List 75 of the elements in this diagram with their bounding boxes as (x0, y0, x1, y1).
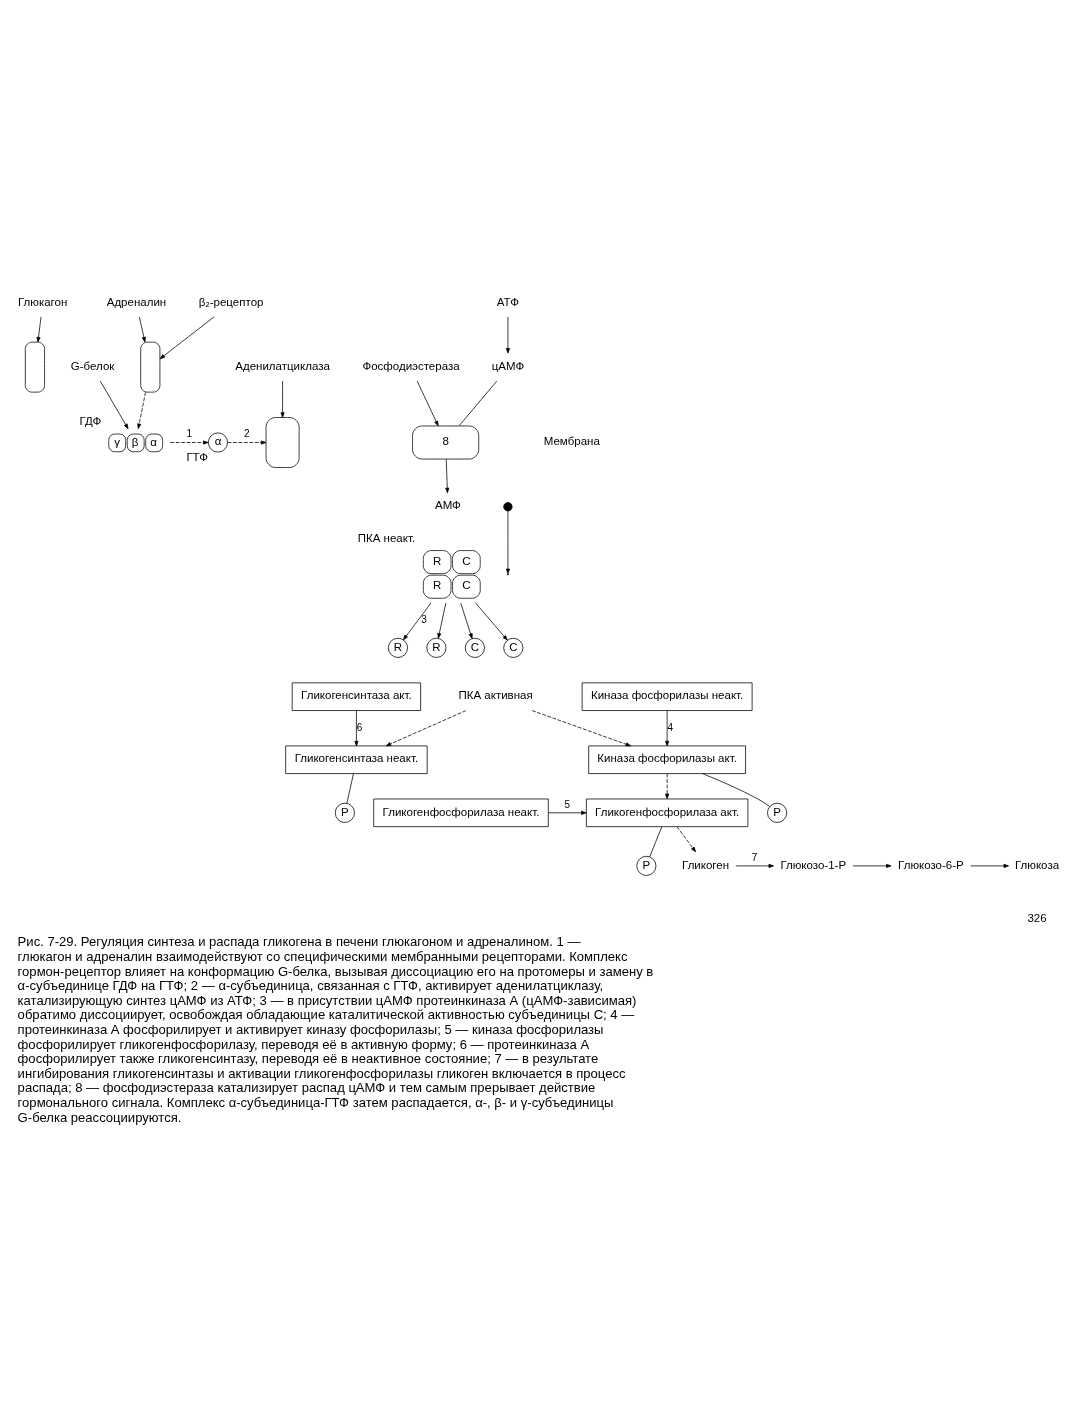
arrow (437, 602, 447, 639)
caption: Рис. 7-29. Регуляция синтеза и распада гликогена в печени глюкагоном и адреналином. 1 — глюкагон и адреналин взаимодействуют со специфическими мембранными рецепторами. Комплекс гормон-рецептор влияет на конформацию G-белка, вызывая диссоциацию его на протомеры и замену в α-субъединице ГДФ на ГТФ; 2 — α-субъединица, связанная с ГТФ, активирует аденилатциклазу, катализирующую синтез цАМФ из АТФ; 3 — в присутствии цАМФ протеинкиназа А (цАМФ-зависимая) обратимо диссоциирует, освобождая обладающие каталитической активностью субъединицы С; 4 — протеинкиназа А фосфорилирует и активирует киназу фосфорилазы; 5 — киназа фосфорилазы фосфорилирует гликогенфосфорилазу, переводя её в активную форму; 6 — протеинкиназа А фосфорилирует также гликогенсинтазу, переводя её в неактивное состояние; 7 — в результате ингибирования гликогенсинтазы и активации гликогенфосфорилазы гликоген включается в процесс распада; 8 — фосфодиэстераза катализирует распад цАМФ и тем самым прерывает действие гормонального сигнала. Комплекс α-субъединица-ГТФ затем распадается, α-, β- и γ-субъединицы G-белка реассоциируются. (17, 934, 654, 1125)
arrow (531, 710, 631, 747)
node-circle: α (208, 432, 228, 453)
edge-label: 6 (356, 721, 363, 733)
arrow (354, 710, 359, 747)
node-text: цАМФ (491, 359, 525, 372)
node-text: Фосфодиэстераза (362, 359, 460, 372)
node-box: Киназа фосфорилазы акт. (588, 745, 746, 774)
arrow (970, 863, 1009, 868)
node-box (265, 417, 300, 468)
arrow (99, 380, 129, 430)
connector (649, 826, 663, 858)
node-text: Глюкозо-6-Р (898, 858, 964, 871)
node-text: Адреналин (106, 295, 167, 308)
node-box (140, 341, 161, 393)
arrow (548, 810, 587, 815)
label: Мембрана (543, 435, 600, 448)
arrow (403, 602, 432, 641)
arrow (460, 602, 473, 639)
arrow (852, 863, 892, 868)
node-box: Гликогенфосфорилаза неакт. (373, 798, 549, 828)
connector (346, 773, 354, 804)
arrow (735, 863, 774, 868)
node-box: Гликогенфосфорилаза акт. (586, 798, 749, 828)
connector (458, 380, 498, 427)
node-circle: R (387, 637, 408, 658)
node-text: Гликоген (682, 858, 730, 871)
node-text: АТФ (496, 295, 520, 308)
edge-label: 2 (244, 428, 250, 440)
arrow (159, 316, 215, 360)
node-circle: P (767, 802, 788, 823)
edge-label: 3 (421, 614, 427, 626)
node-circle: C (464, 637, 485, 658)
node-circle: P (636, 855, 657, 876)
node-box: Гликогенсинтаза неакт. (285, 745, 428, 774)
node-text: G-белок (70, 359, 115, 372)
node-box: Гликогенсинтаза акт. (291, 682, 422, 711)
node-label: ГТФ (186, 451, 209, 464)
edge-label: 4 (667, 721, 673, 733)
node-text: β₂-рецептор (198, 295, 264, 308)
node-box: Киназа фосфорилазы неакт. (581, 682, 753, 711)
node-box (24, 341, 45, 393)
arrow (665, 773, 670, 800)
arrow (137, 391, 146, 429)
node-label: ГДФ (79, 414, 102, 427)
arrow (665, 710, 670, 747)
arrow (280, 380, 285, 418)
edge-label: 5 (564, 798, 571, 810)
node-circle: R (426, 637, 447, 658)
arrow (416, 380, 439, 427)
node-text: АМФ (434, 499, 461, 512)
arrow (139, 316, 146, 343)
arrow (385, 710, 467, 747)
arrow (505, 510, 510, 574)
node-label: ПКА неакт. (357, 532, 416, 545)
arrow (505, 316, 510, 354)
arrow (169, 440, 209, 445)
edge-label: 1 (186, 428, 193, 440)
label: 326 (1027, 911, 1047, 924)
node-text: ПКА активная (458, 689, 533, 702)
node-text: Глюкагон (17, 295, 68, 308)
arrow (445, 458, 450, 494)
node-text: Глюкозо-1-Р (780, 858, 847, 871)
node-text: Глюкоза (1015, 858, 1060, 871)
edge-label: 7 (751, 851, 758, 863)
arrow (475, 602, 508, 641)
node-circle: P (334, 802, 355, 823)
node-box: 8 (412, 425, 480, 460)
node-text: Аденилатциклаза (235, 359, 330, 372)
arrow (676, 826, 696, 853)
arrow (227, 440, 267, 445)
node-circle (503, 502, 513, 512)
arrow (36, 316, 42, 343)
connector (702, 773, 770, 807)
